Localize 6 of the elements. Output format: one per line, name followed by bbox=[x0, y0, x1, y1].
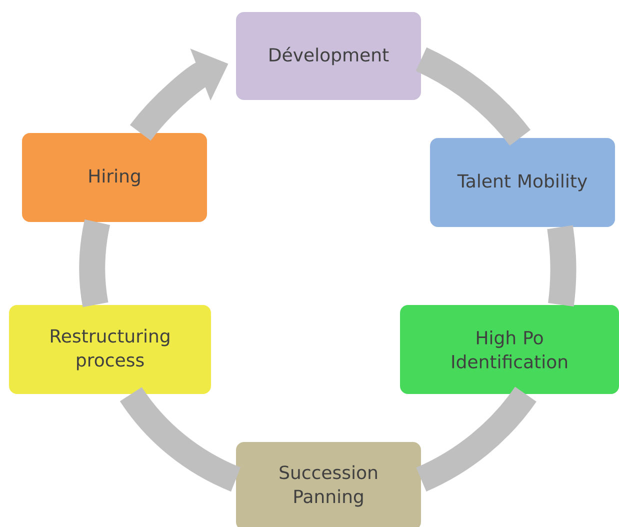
process-box: Dévelopment bbox=[236, 12, 421, 100]
process-box: Hiring bbox=[22, 133, 207, 222]
process-box: Restructuring process bbox=[9, 305, 211, 394]
process-box: Succession Panning bbox=[236, 442, 421, 527]
process-box: High Po Identification bbox=[400, 305, 619, 394]
process-box: Talent Mobility bbox=[430, 138, 615, 227]
